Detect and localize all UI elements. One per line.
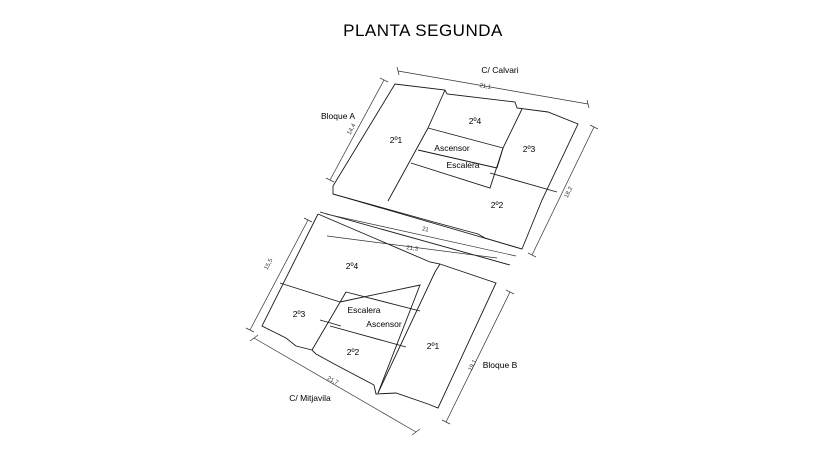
dim-tick	[325, 177, 335, 183]
block-a-stairs-label: Escalera	[446, 160, 479, 170]
block-a-label: Bloque A	[321, 111, 355, 121]
dim-tick	[589, 124, 599, 130]
block-a-wall-core	[410, 127, 504, 189]
block-b-wall-top	[279, 282, 341, 303]
dim-line-block-b-right	[445, 291, 511, 423]
block-a-unit-3-label: 2º3	[523, 144, 536, 154]
block-b-unit-1-label: 2º1	[427, 341, 440, 351]
block-b-wall-core-left	[311, 291, 347, 351]
dim-line-block-b-top	[326, 235, 498, 259]
block-a-unit-1-label: 2º1	[390, 135, 403, 145]
block-b-unit-2-label: 2º2	[347, 347, 360, 357]
dim-line-mitjavila	[253, 337, 417, 433]
block-a-dimensions: 21,1 14,4 18,2	[325, 66, 599, 258]
block-a-wall-unit-2	[489, 172, 558, 193]
dim-block-b-left: 15,5	[264, 257, 275, 271]
passage-edge-top	[332, 193, 523, 250]
dim-tick	[411, 428, 421, 436]
block-a-elevator-label: Ascensor	[434, 143, 470, 153]
dim-line-block-a-left	[329, 79, 385, 181]
dim-passage: 21	[421, 226, 429, 233]
plan-title: PLANTA SEGUNDA	[343, 21, 503, 40]
dim-mitjavila-width: 21,7	[326, 376, 340, 387]
dim-block-b-right: 19,1	[468, 358, 479, 372]
dim-tick	[245, 327, 255, 333]
dim-tick	[586, 99, 590, 109]
block-a-wall-core-mid	[417, 149, 498, 169]
block-b-unit-3-label: 2º3	[293, 309, 306, 319]
street-calvari-label: C/ Calvari	[481, 65, 518, 75]
dim-calvari-width: 21,1	[479, 83, 492, 91]
block-b: 2º4 2º3 Escalera Ascensor 2º2 2º1	[261, 213, 497, 409]
dim-line-passage	[325, 213, 517, 257]
block-a-unit-4-label: 2º4	[469, 116, 482, 126]
passage: 21	[319, 193, 523, 266]
block-b-wall-unit-1	[377, 263, 441, 394]
dim-block-a-left: 14,4	[347, 122, 358, 136]
dim-tick	[527, 252, 537, 258]
block-a-unit-2-label: 2º2	[491, 200, 504, 210]
street-mitjavila-label: C/ Mitjavila	[289, 393, 331, 403]
block-a: 2º1 2º4 2º3 Ascensor Escalera 2º2	[332, 83, 579, 250]
passage-edge-bottom	[319, 211, 511, 266]
block-a-outline	[332, 83, 579, 250]
dim-block-b-top: 21,3	[406, 245, 419, 253]
dim-tick	[441, 419, 451, 425]
dim-tick	[379, 77, 389, 83]
block-a-wall-unit-3	[496, 108, 523, 169]
block-b-wall-core-inner	[319, 319, 342, 327]
dim-tick	[505, 289, 515, 295]
block-b-wall-core-top	[345, 291, 421, 312]
dim-tick	[303, 217, 313, 223]
block-b-outline	[261, 213, 497, 409]
block-b-wall-core	[339, 284, 421, 394]
block-b-elevator-label: Ascensor	[366, 319, 402, 329]
dim-line-calvari	[397, 70, 589, 105]
block-b-label: Bloque B	[483, 360, 518, 370]
dim-line-block-a-right	[531, 126, 595, 256]
block-b-dimensions: 21,3 15,5 19,1 21,7	[245, 217, 515, 436]
block-b-stairs-label: Escalera	[347, 305, 380, 315]
dim-tick	[396, 66, 400, 76]
block-b-wall-core-mid	[329, 325, 407, 348]
dim-line-block-b-left	[249, 219, 309, 331]
dim-tick	[249, 334, 259, 342]
block-b-unit-4-label: 2º4	[346, 261, 359, 271]
dim-block-a-right: 18,2	[564, 185, 575, 199]
